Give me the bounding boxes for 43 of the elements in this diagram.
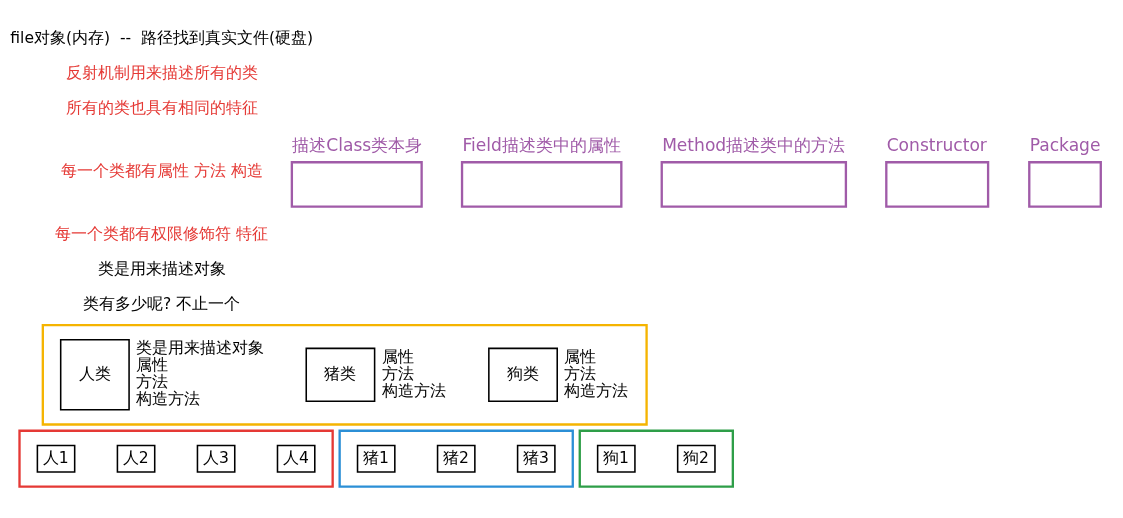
cluster: [18, 429, 334, 488]
cluster: [578, 429, 734, 488]
cluster: [338, 429, 574, 488]
node-label: 构造方法: [564, 381, 629, 400]
label: 反射机制用来描述所有的类: [65, 63, 258, 82]
node-box: 人2: [116, 444, 156, 473]
label: 所有的类也具有相同的特征: [65, 98, 258, 117]
node-box: 猪2: [436, 444, 476, 473]
node-label: Constructor: [886, 135, 987, 156]
node-box: 猪3: [516, 444, 556, 473]
node-box: 狗1: [596, 444, 636, 473]
node-label: 类是用来描述对象: [136, 339, 265, 358]
node-label: Method描述类中的方法: [662, 135, 846, 156]
node-box: 人4: [276, 444, 316, 473]
label: file对象(内存) -- 路径找到真实文件(硬盘): [10, 28, 314, 47]
node-label: 属性: [564, 347, 597, 366]
node-box: 猪1: [356, 444, 396, 473]
node-box: [660, 161, 848, 208]
node-box: 人1: [36, 444, 76, 473]
node-box: 狗2: [676, 444, 716, 473]
label: 每一个类都有权限修饰符 特征: [55, 224, 269, 243]
label: 每一个类都有属性 方法 构造: [60, 161, 263, 180]
label: 类有多少呢? 不止一个: [83, 294, 241, 313]
node-label: Field描述类中的属性: [462, 135, 621, 156]
node-label: 属性: [381, 347, 414, 366]
node-box: 人3: [196, 444, 236, 473]
node-box: 猪类: [305, 347, 376, 402]
node-label: 方法: [564, 364, 597, 383]
node-label: 构造方法: [381, 381, 446, 400]
node-label: 方法: [381, 364, 414, 383]
node-box: [885, 161, 990, 208]
node-label: Package: [1029, 135, 1101, 156]
node-label: 方法: [136, 373, 169, 392]
node-box: 人类: [59, 339, 130, 411]
node-box: [290, 161, 423, 208]
node-label: 属性: [136, 356, 169, 375]
node-label: 描述Class类本身: [292, 135, 423, 156]
cluster: [41, 323, 648, 426]
node-box: [460, 161, 623, 208]
node-box: 狗类: [488, 347, 558, 402]
node-box: [1028, 161, 1102, 208]
label: 类是用来描述对象: [97, 259, 226, 278]
node-label: 构造方法: [136, 390, 201, 409]
